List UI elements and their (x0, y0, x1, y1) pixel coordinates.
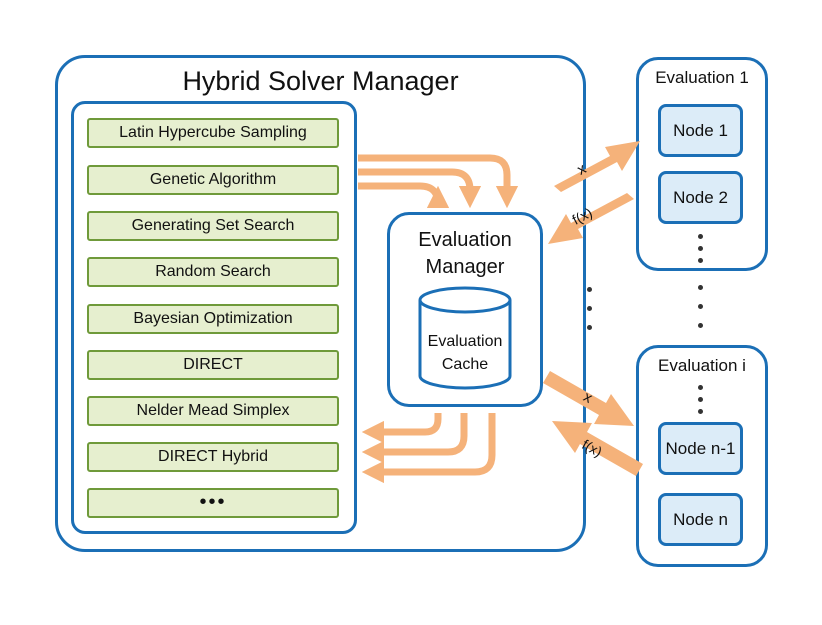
evaluation-manager-label-line2: Manager (425, 256, 505, 278)
node-1: Node 1 (658, 104, 743, 157)
node-n: Node n (658, 493, 743, 546)
fx-arrow-from-evaluation-i (552, 421, 643, 476)
solver-direct: DIRECT (87, 350, 339, 380)
solver-generating-set-search: Generating Set Search (87, 211, 339, 241)
ellipsis-dot (698, 397, 703, 402)
manager-title: Hybrid Solver Manager (182, 66, 459, 96)
solver-direct-hybrid: DIRECT Hybrid (87, 442, 339, 472)
ellipsis-dot (698, 409, 703, 414)
ellipsis-dot (698, 285, 703, 290)
solver-ellipsis: ••• (87, 488, 339, 518)
solver-to-manager-arrows (358, 154, 519, 209)
node-n-minus-1: Node n-1 (658, 422, 743, 475)
ellipsis-dot (587, 306, 592, 311)
evaluation-cache-cylinder (418, 286, 512, 390)
fx-arrow-from-evaluation-1 (548, 193, 634, 244)
ellipsis-dot (698, 234, 703, 239)
evaluation-i-title: Evaluation i (658, 356, 746, 375)
evaluation-cache-label-line2: Cache (441, 356, 489, 373)
ellipsis-dot (698, 246, 703, 251)
x-arrow-to-evaluation-1 (554, 141, 640, 192)
evaluation-manager-label-line1: Evaluation (418, 229, 512, 251)
ellipsis-dot (698, 385, 703, 390)
ellipsis-dot (587, 325, 592, 330)
solver-random-search: Random Search (87, 257, 339, 287)
solver-bayesian-optimization: Bayesian Optimization (87, 304, 339, 334)
ellipsis-dot (698, 323, 703, 328)
ellipsis-dot (698, 258, 703, 263)
x-arrow-to-evaluation-i (543, 371, 634, 426)
solver-latin-hypercube-sampling: Latin Hypercube Sampling (87, 118, 339, 148)
evaluation-cache-label-line1: Evaluation (427, 333, 503, 350)
ellipsis-dot (698, 304, 703, 309)
ellipsis-dot (587, 287, 592, 292)
solver-genetic-algorithm: Genetic Algorithm (87, 165, 339, 195)
node-2: Node 2 (658, 171, 743, 224)
evaluation-1-title: Evaluation 1 (655, 68, 749, 87)
solver-nelder-mead-simplex: Nelder Mead Simplex (87, 396, 339, 426)
manager-to-solver-arrows (361, 413, 496, 484)
